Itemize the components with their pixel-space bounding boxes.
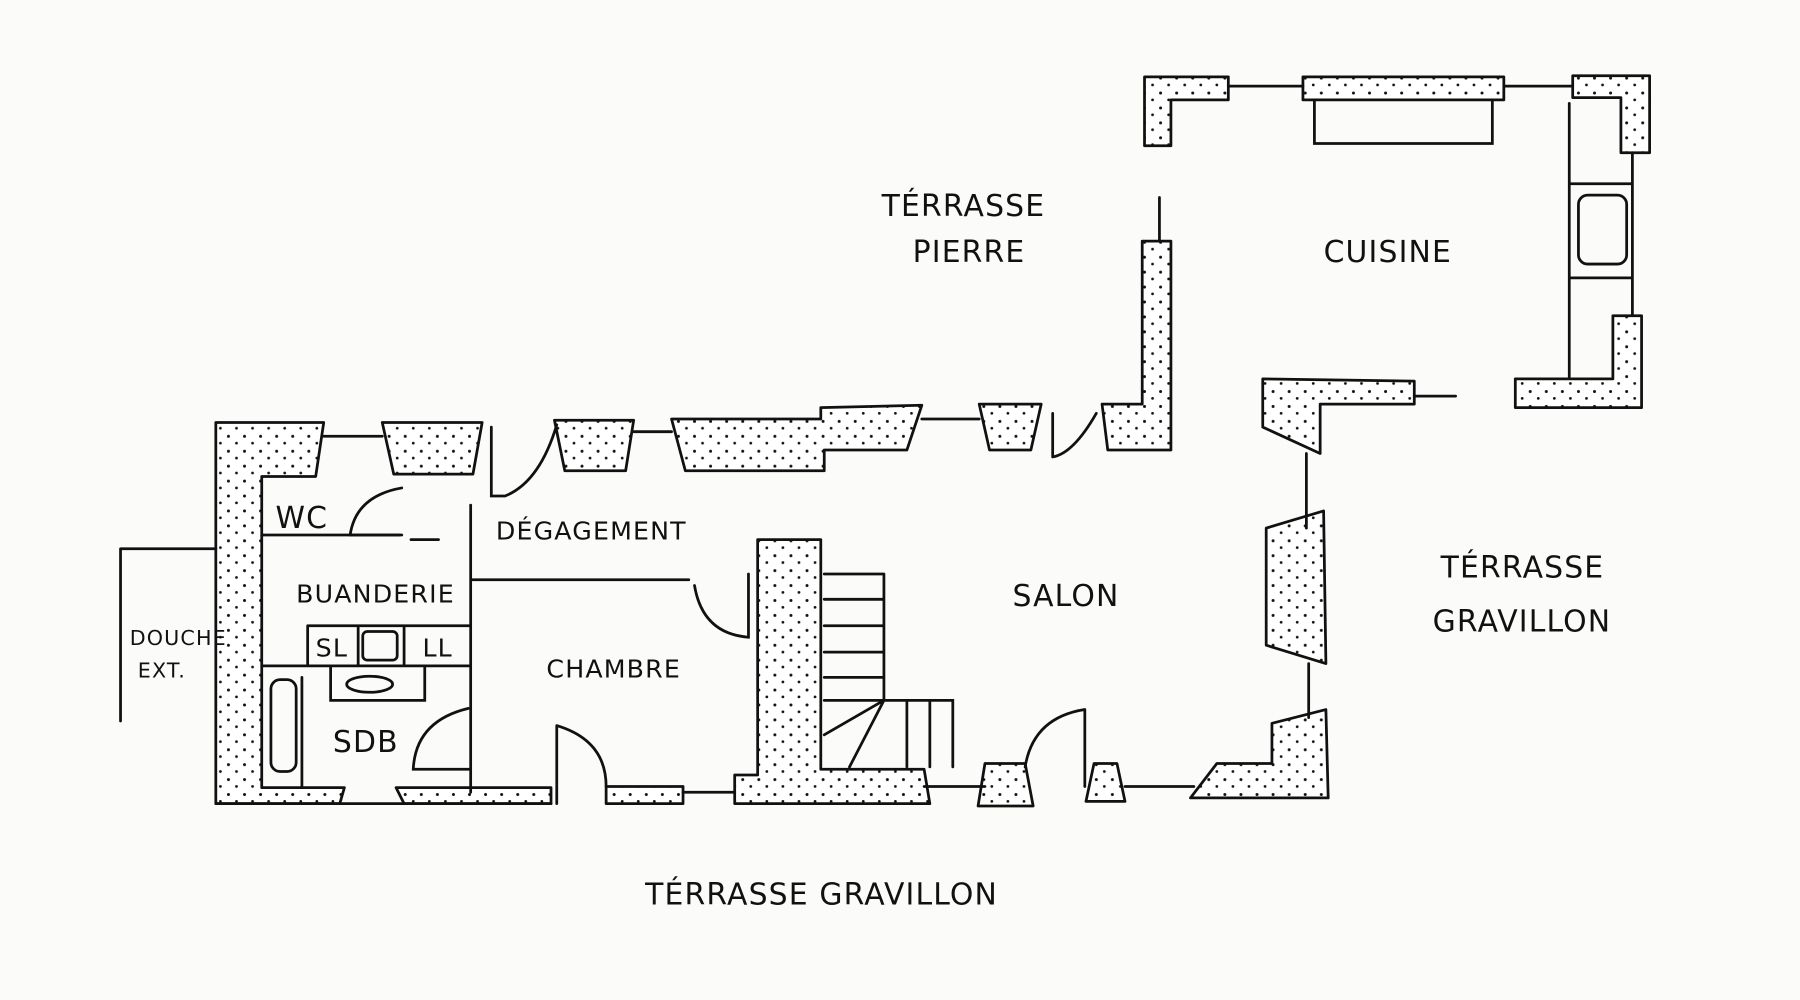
- room-labels: TÉRRASSE PIERRE CUISINE WC DÉGAGEMENT BU…: [130, 188, 1612, 913]
- label-cuisine: CUISINE: [1324, 235, 1452, 270]
- label-degagement: DÉGAGEMENT: [496, 517, 687, 546]
- label-ll: LL: [422, 634, 452, 663]
- wall-pier: [380, 421, 484, 476]
- label-douche: EXT.: [138, 658, 186, 682]
- wall-corner: [1100, 239, 1173, 452]
- wall-pier: [1084, 762, 1127, 803]
- label-sl: SL: [316, 634, 348, 663]
- wall-kitchen-se: [1513, 314, 1643, 409]
- wall-kitchen-ne: [1571, 74, 1651, 155]
- wall-pier: [553, 418, 636, 473]
- wall-east-top: [1261, 377, 1416, 455]
- wall-kitchen-n: [1301, 75, 1506, 102]
- label-terrasse-gravillon-east: GRAVILLON: [1433, 604, 1612, 639]
- label-chambre: CHAMBRE: [546, 654, 681, 683]
- wall-pier: [977, 402, 1043, 452]
- label-wc: WC: [276, 501, 329, 536]
- label-terrasse-pierre: TÉRRASSE: [881, 188, 1046, 224]
- wall-pier: [670, 403, 924, 473]
- walls: [214, 74, 1651, 808]
- label-douche: DOUCHE: [130, 626, 227, 650]
- wall-south-sdb: [394, 786, 553, 806]
- wall-east-middle: [1264, 509, 1328, 665]
- label-terrasse-gravillon-south: TÉRRASSE GRAVILLON: [644, 877, 998, 913]
- label-sdb: SDB: [333, 725, 399, 760]
- label-buanderie: BUANDERIE: [296, 580, 455, 609]
- label-salon: SALON: [1013, 579, 1120, 614]
- wall-pier: [604, 785, 685, 806]
- label-terrasse-pierre: PIERRE: [913, 235, 1026, 270]
- wall-chimney: [733, 538, 932, 806]
- wall-east-bottom: [1189, 708, 1330, 800]
- wall-pier: [976, 762, 1035, 808]
- wall-west: [214, 421, 346, 806]
- thin-lines: [119, 84, 1634, 806]
- label-terrasse-gravillon-east: TÉRRASSE: [1440, 549, 1605, 585]
- wall-kitchen-nw: [1143, 75, 1230, 148]
